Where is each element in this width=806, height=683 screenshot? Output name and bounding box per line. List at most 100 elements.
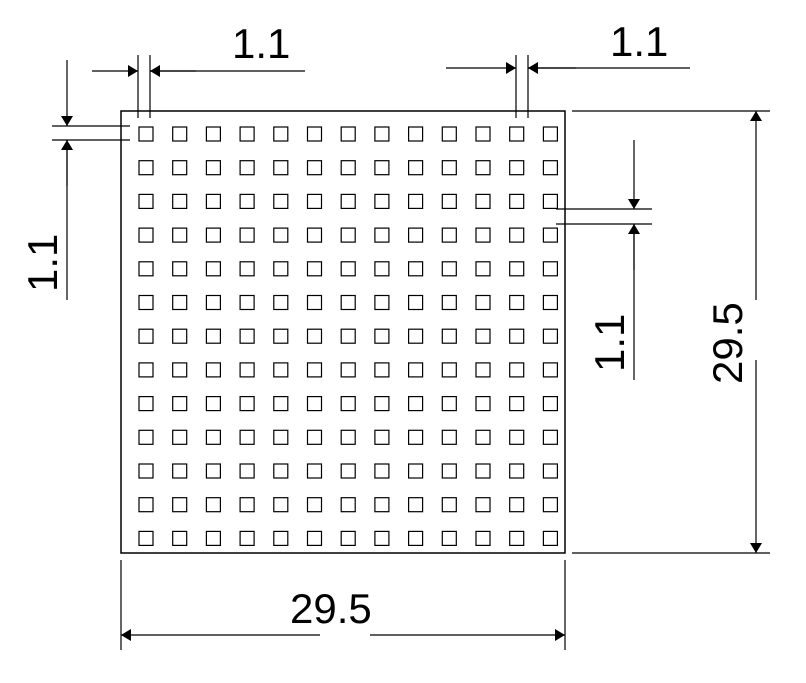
pad <box>509 328 525 344</box>
pad <box>374 362 390 378</box>
pad <box>441 227 457 243</box>
pad <box>239 463 255 479</box>
pad <box>239 396 255 412</box>
dimension-label-top-left: 1.1 <box>232 20 290 67</box>
pad <box>172 294 188 311</box>
pad <box>239 261 255 277</box>
pad <box>172 530 188 547</box>
pad <box>441 530 457 547</box>
pad <box>475 294 491 311</box>
pad <box>475 160 491 176</box>
pad <box>475 362 491 378</box>
dimension-top-left <box>92 55 305 118</box>
pad <box>374 463 390 479</box>
pad <box>542 463 559 479</box>
pad <box>509 294 525 311</box>
pad <box>205 160 221 176</box>
pad <box>475 497 491 513</box>
pad <box>408 429 424 445</box>
pad <box>239 362 255 378</box>
pad <box>138 362 154 378</box>
pad <box>408 463 424 479</box>
pad <box>509 227 525 243</box>
dimension-label-right-vertical: 1.1 <box>586 314 633 372</box>
dimension-top-right <box>446 55 690 118</box>
pad <box>441 463 457 479</box>
pad <box>374 126 390 142</box>
dimension-label-overall-height: 29.5 <box>704 302 751 384</box>
pad <box>542 160 559 176</box>
pad <box>138 126 154 142</box>
pad <box>441 328 457 344</box>
pad <box>374 396 390 412</box>
dimension-overall-width <box>120 560 566 650</box>
pad <box>239 530 255 547</box>
dimension-label-overall-width: 29.5 <box>290 585 372 632</box>
pad <box>239 193 255 209</box>
pad <box>542 396 559 412</box>
pad <box>273 497 289 513</box>
pad <box>239 160 255 176</box>
pad <box>340 126 356 142</box>
pad <box>374 261 390 277</box>
pad <box>306 530 323 547</box>
pad <box>509 160 525 176</box>
dimension-overall-height <box>572 110 770 554</box>
pad <box>408 261 424 277</box>
pad-grid <box>138 126 559 547</box>
pad <box>374 497 390 513</box>
pad <box>205 362 221 378</box>
pad <box>475 530 491 547</box>
pad <box>475 227 491 243</box>
pad <box>408 160 424 176</box>
pad <box>138 463 154 479</box>
pad <box>306 497 323 513</box>
pad <box>340 227 356 243</box>
pad <box>509 126 525 142</box>
pad <box>509 362 525 378</box>
pad <box>374 530 390 547</box>
pad <box>340 160 356 176</box>
pad <box>509 429 525 445</box>
pad <box>441 160 457 176</box>
pad <box>172 429 188 445</box>
pad <box>239 497 255 513</box>
pad <box>138 497 154 513</box>
pad <box>205 530 221 547</box>
package-outline <box>120 110 566 554</box>
pad <box>205 396 221 412</box>
pad <box>205 261 221 277</box>
pad <box>475 126 491 142</box>
pad <box>172 160 188 176</box>
pad <box>340 530 356 547</box>
pad <box>306 294 323 311</box>
pad <box>306 126 323 142</box>
pad <box>172 328 188 344</box>
pad <box>509 261 525 277</box>
pad <box>441 126 457 142</box>
pad <box>273 227 289 243</box>
pad <box>138 160 154 176</box>
pad <box>340 362 356 378</box>
pad <box>542 429 559 445</box>
pad <box>340 261 356 277</box>
pad <box>374 294 390 311</box>
pad <box>138 396 154 412</box>
pad <box>374 160 390 176</box>
pad <box>306 463 323 479</box>
pad <box>172 362 188 378</box>
pad <box>340 463 356 479</box>
pad <box>475 429 491 445</box>
pad <box>509 463 525 479</box>
pad <box>408 396 424 412</box>
pad <box>441 497 457 513</box>
pad <box>475 396 491 412</box>
pad <box>374 227 390 243</box>
pad <box>475 328 491 344</box>
pad <box>542 530 559 547</box>
pad <box>408 126 424 142</box>
pad <box>273 126 289 142</box>
dimension-left-vertical <box>52 60 130 300</box>
pad <box>138 193 154 209</box>
pad <box>273 294 289 311</box>
